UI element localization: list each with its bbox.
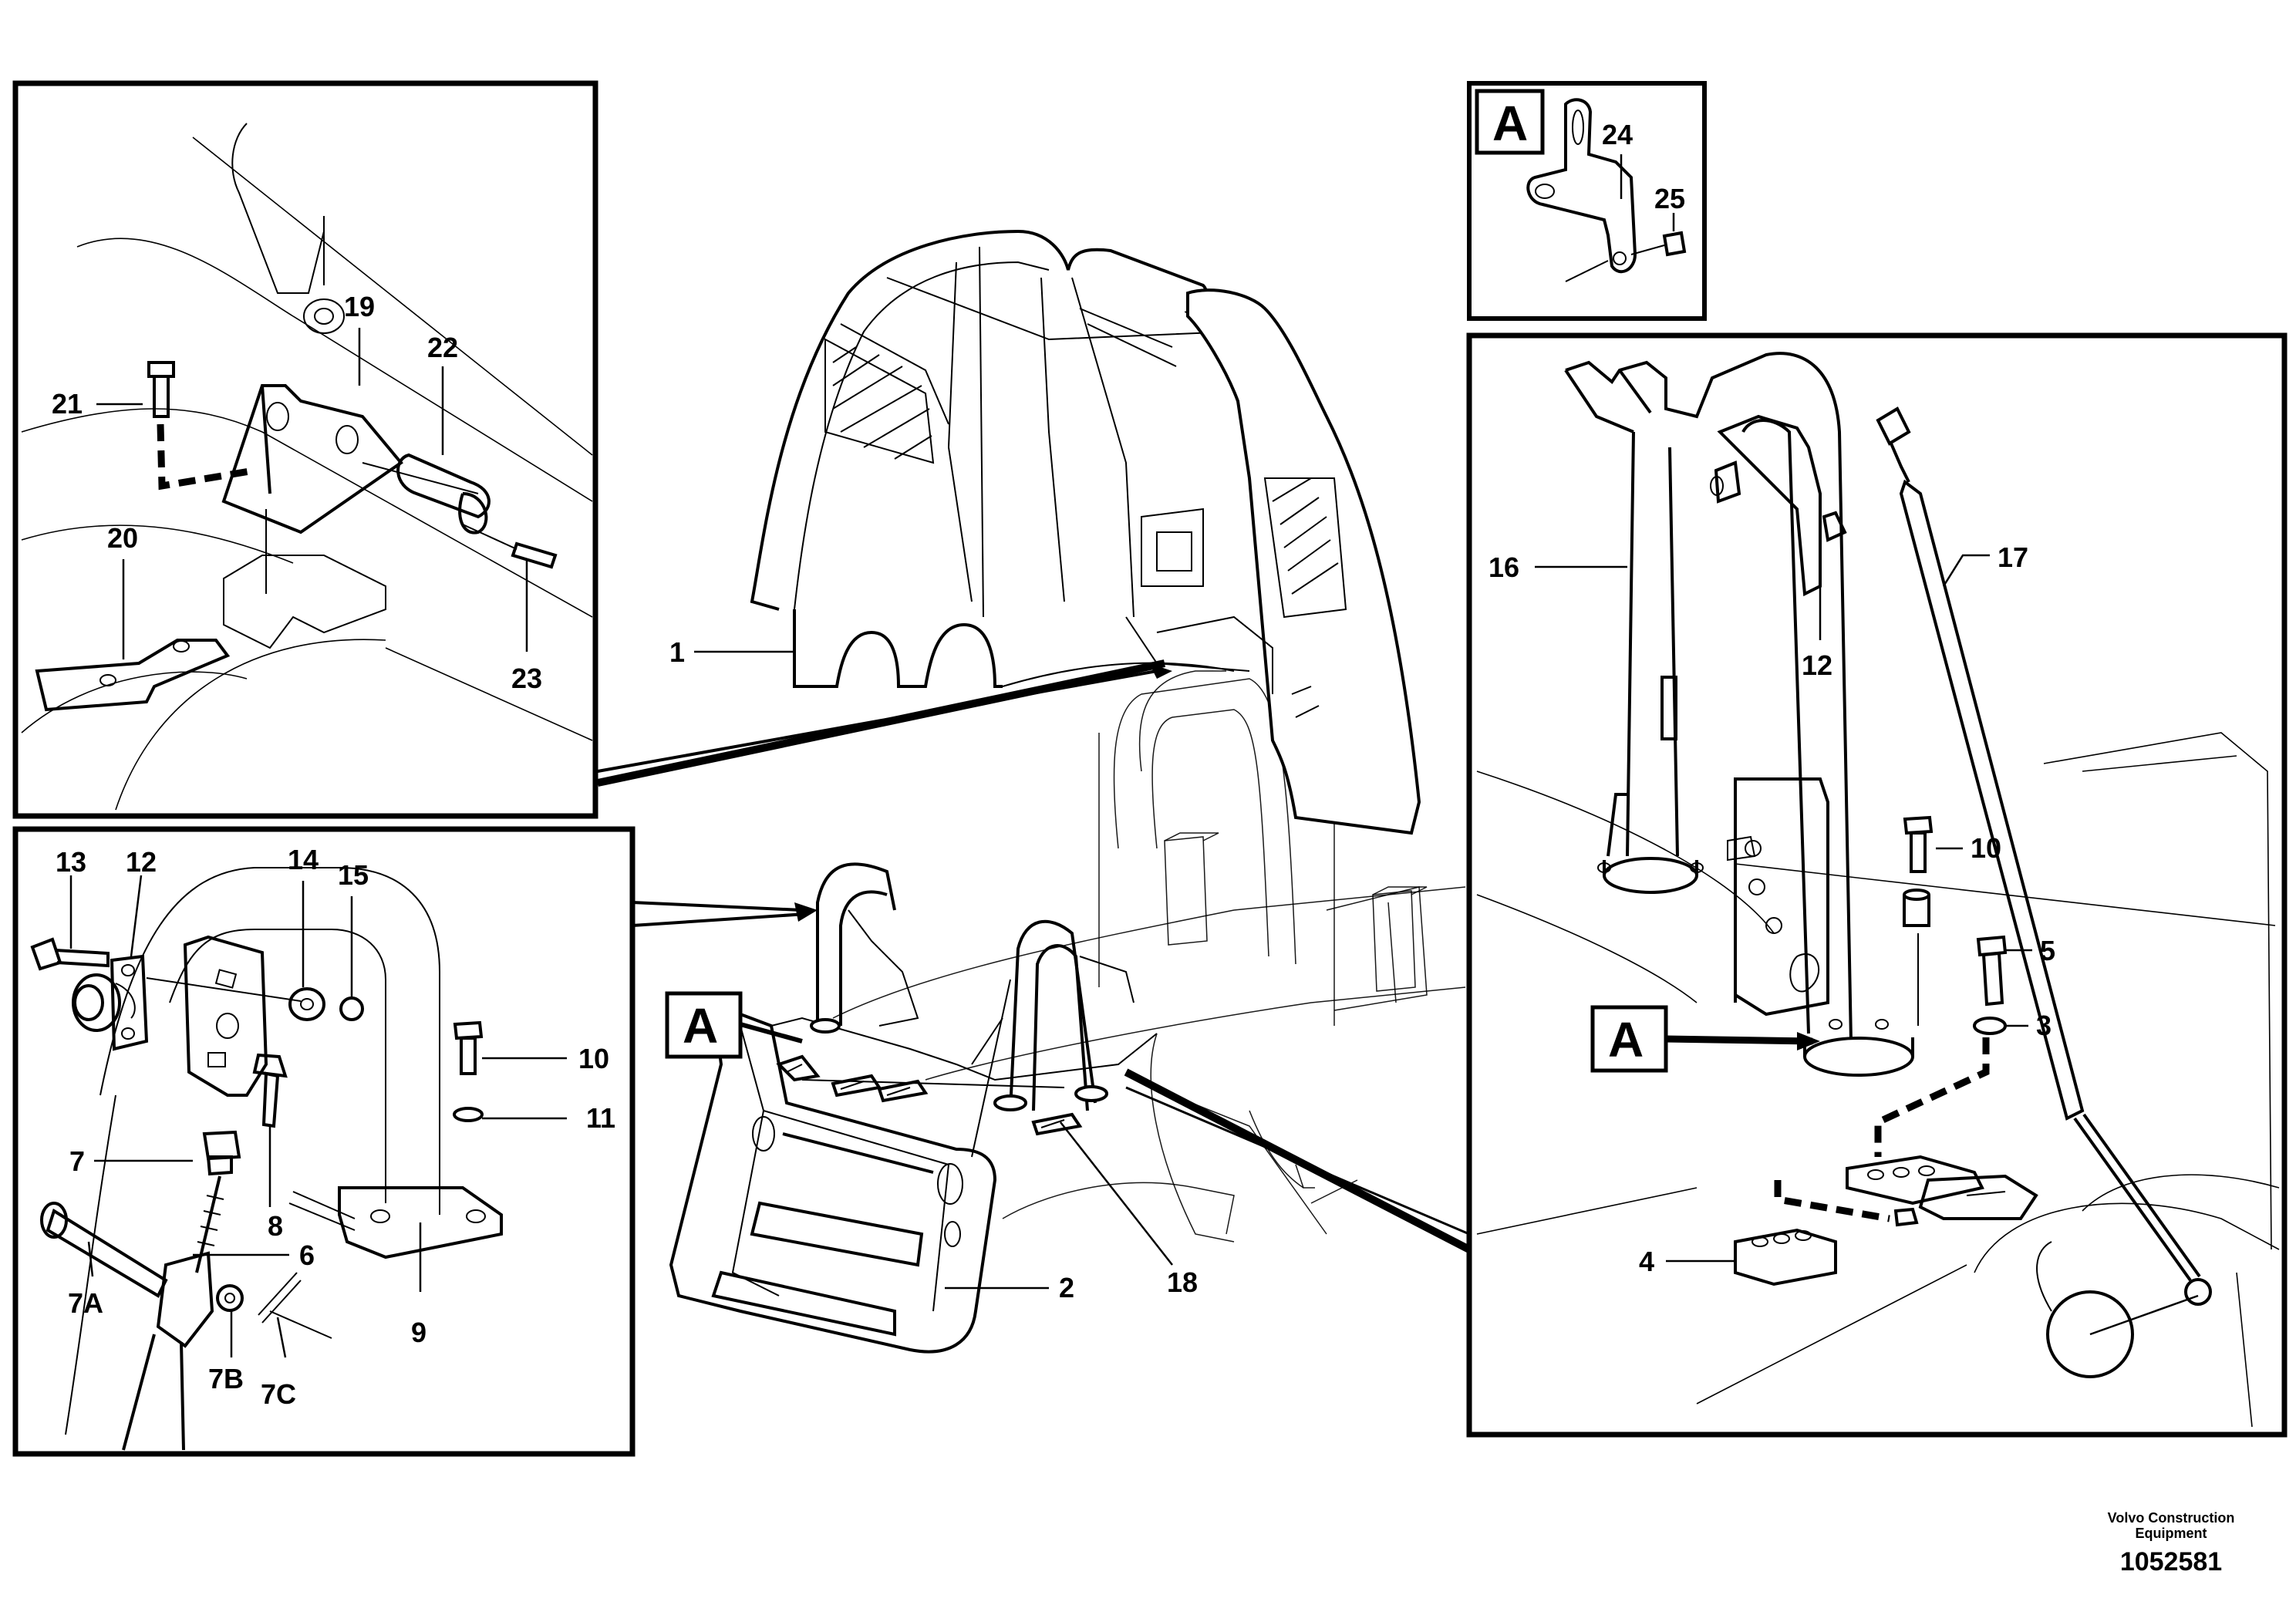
company-name: Volvo Construction Equipment [2107, 1510, 2235, 1541]
label-15: 15 [338, 859, 369, 891]
label-6: 6 [299, 1239, 315, 1271]
view-marker-a-right: A [1608, 1012, 1644, 1067]
label-3: 3 [2036, 1010, 2052, 1041]
label-10a: 10 [578, 1043, 609, 1074]
label-7: 7 [69, 1145, 85, 1177]
label-17: 17 [1998, 541, 2028, 573]
detail-panel-right [1466, 332, 2288, 1438]
label-5: 5 [2040, 935, 2055, 966]
label-7a: 7A [68, 1287, 103, 1319]
label-23: 23 [511, 663, 542, 694]
detail-panel-bottom-left [12, 826, 636, 1457]
label-2: 2 [1059, 1272, 1074, 1303]
label-9: 9 [411, 1317, 426, 1348]
label-24: 24 [1602, 119, 1633, 150]
part-labels: 1 2 18 19 22 21 20 23 13 12 14 15 10 11 … [52, 96, 2055, 1410]
label-7c: 7C [261, 1378, 296, 1410]
label-4: 4 [1639, 1246, 1654, 1277]
label-12a: 12 [126, 846, 157, 878]
drawing-number: 1052581 [2119, 1547, 2223, 1576]
main-machine-view [596, 229, 1472, 1354]
detail-panel-top-left [12, 80, 598, 819]
label-19: 19 [344, 291, 375, 322]
detail-a-panel [1467, 81, 1707, 321]
label-13: 13 [56, 846, 86, 878]
label-8: 8 [268, 1210, 283, 1242]
label-12b: 12 [1802, 649, 1832, 681]
view-marker-a-main: A [683, 998, 718, 1054]
label-25: 25 [1654, 183, 1685, 214]
label-7b: 7B [208, 1363, 244, 1394]
label-11: 11 [586, 1102, 615, 1134]
label-18: 18 [1167, 1266, 1198, 1298]
label-1: 1 [669, 636, 685, 668]
label-22: 22 [427, 332, 458, 363]
label-16: 16 [1489, 551, 1519, 583]
label-10b: 10 [1971, 832, 2001, 864]
label-14: 14 [288, 844, 319, 875]
view-marker-a-box: A [1492, 96, 1528, 151]
label-21: 21 [52, 388, 83, 420]
label-20: 20 [107, 522, 138, 554]
